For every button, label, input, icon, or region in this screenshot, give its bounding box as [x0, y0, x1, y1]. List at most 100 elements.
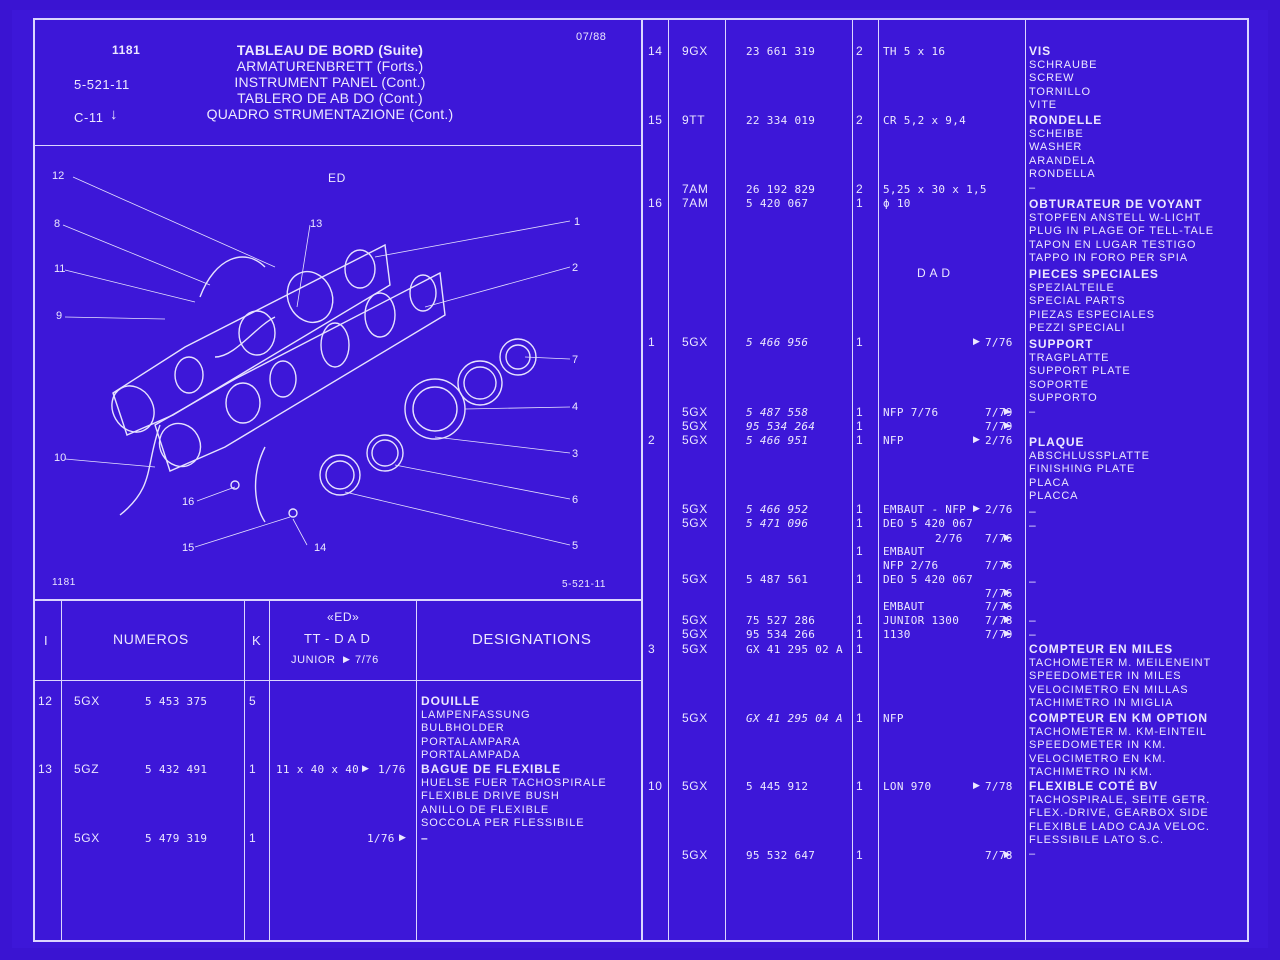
- row-qty: 1: [856, 433, 864, 447]
- row-part-number: 5 479 319: [145, 832, 208, 845]
- row-part-number: 5 466 956: [746, 336, 809, 349]
- title-es: TABLERO DE AB DO (Cont.): [237, 90, 423, 106]
- model-ed: «ED»: [327, 610, 360, 624]
- designation-line: ABSCHLUSSPLATTE: [1029, 449, 1150, 462]
- callout-14: 14: [314, 542, 327, 554]
- row-code: 5GX: [682, 433, 708, 447]
- col-numeros-header: NUMEROS: [113, 631, 189, 647]
- designation-line: VELOCIMETRO EN KM.: [1029, 752, 1167, 765]
- divider: [852, 18, 853, 942]
- row-date: 7/78: [985, 780, 1013, 793]
- arrow-icon: ▶: [1004, 587, 1012, 597]
- divider: [33, 599, 643, 601]
- row-date: 1/76: [367, 832, 395, 845]
- designation-block: –: [1029, 627, 1037, 642]
- designation-line: –: [1029, 504, 1037, 518]
- designation-line: TACHOMETER M. MEILENEINT: [1029, 656, 1212, 669]
- diagram-footer-right: 5-521-11: [562, 579, 607, 590]
- row-note: EMBAUT - NFP: [883, 503, 967, 516]
- divider: [668, 18, 669, 942]
- row-code: 9TT: [682, 113, 706, 127]
- row-note: CR 5,2 x 9,4: [883, 114, 967, 127]
- row-part-number: 5 466 951: [746, 434, 809, 447]
- row-note: TH 5 x 16: [883, 45, 946, 58]
- border-right: [1247, 18, 1249, 942]
- row-date: 7/79: [985, 406, 1013, 419]
- designation-line: PLUG IN PLAGE OF TELL-TALE: [1029, 225, 1214, 238]
- row-date: 7/79: [985, 628, 1013, 641]
- callout-3: 3: [572, 448, 579, 460]
- row-qty: 1: [856, 711, 864, 725]
- row-part-number: 95 534 266: [746, 628, 816, 641]
- arrow-icon: ▶: [399, 832, 407, 842]
- designation-line: SCREW: [1029, 72, 1075, 85]
- designation-line: PLAQUE: [1029, 435, 1085, 449]
- divider: [641, 18, 643, 942]
- row-qty: 1: [249, 831, 257, 845]
- callout-2: 2: [572, 262, 579, 274]
- designation-line: RONDELLE: [1029, 113, 1103, 127]
- designation-line: SUPPORT PLATE: [1029, 365, 1131, 378]
- callout-12: 12: [52, 170, 65, 182]
- row-qty: 1: [856, 572, 864, 586]
- row-part-number: 75 527 286: [746, 614, 816, 627]
- row-part-number: 5 420 067: [746, 197, 809, 210]
- row-part-number: GX 41 295 02 A: [746, 643, 843, 656]
- row-item: 16: [648, 196, 663, 210]
- row-part-number: 5 445 912: [746, 780, 809, 793]
- row-note: 2/76: [935, 532, 963, 545]
- arrow-icon: ▶: [1004, 600, 1012, 610]
- designation-line: RONDELLA: [1029, 168, 1096, 181]
- designation-block: –: [1029, 504, 1037, 519]
- row-date: 7/78: [985, 614, 1013, 627]
- row-part-number: 23 661 319: [746, 45, 816, 58]
- section-dad: D A D: [917, 266, 951, 280]
- title-fr: TABLEAU DE BORD (Suite): [236, 42, 424, 58]
- designation-line: TAPON EN LUGAR TESTIGO: [1029, 238, 1197, 251]
- diagram-footer-left: 1181: [52, 577, 76, 588]
- row-note: EMBAUT: [883, 545, 925, 558]
- designation-line: STOPFEN ANSTELL W-LICHT: [1029, 211, 1202, 224]
- callout-13: 13: [310, 218, 323, 230]
- row-code: 5GX: [682, 642, 708, 656]
- row-qty: 2: [856, 44, 864, 58]
- designation-line: VIS: [1029, 44, 1052, 58]
- row-code: 7AM: [682, 182, 709, 196]
- callout-6: 6: [572, 494, 579, 506]
- callout-15: 15: [182, 542, 195, 554]
- designation-block: –: [1029, 518, 1037, 533]
- row-code: 5GX: [682, 502, 708, 516]
- row-item: 1: [648, 335, 656, 349]
- row-code: 9GX: [682, 44, 708, 58]
- callout-1: 1: [574, 216, 581, 228]
- row-code: 5GX: [682, 516, 708, 530]
- model-ttdad: TT - D A D: [304, 631, 371, 646]
- row-note: DEO 5 420 067: [883, 517, 973, 530]
- row-note: NFP 2/76: [883, 559, 939, 572]
- row-item: 14: [648, 44, 663, 58]
- row-note: NFP: [883, 434, 904, 447]
- ref-code: 5-521-11: [74, 77, 130, 92]
- designation-line: VELOCIMETRO EN MILLAS: [1029, 683, 1189, 696]
- row-note: 5,25 x 30 x 1,5: [883, 183, 987, 196]
- row-part-number: 26 192 829: [746, 183, 816, 196]
- row-date: 7/76: [985, 532, 1013, 545]
- arrow-icon: ▶: [973, 434, 981, 444]
- row-code: 5GX: [682, 779, 708, 793]
- designation-line: COMPTEUR EN KM OPTION: [1029, 711, 1208, 725]
- designation-line: –: [1029, 574, 1037, 588]
- designation-line: –: [1029, 181, 1037, 194]
- row-note: 1130: [883, 628, 911, 641]
- callout-7: 7: [572, 354, 579, 366]
- row-code: 5GX: [682, 627, 708, 641]
- row-code: 7AM: [682, 196, 709, 210]
- designation-line: SCHRAUBE: [1029, 58, 1098, 71]
- designation-line: PIECES SPECIALES: [1029, 267, 1159, 281]
- col-designations-header: DESIGNATIONS: [472, 631, 592, 648]
- row-qty: 1: [856, 779, 864, 793]
